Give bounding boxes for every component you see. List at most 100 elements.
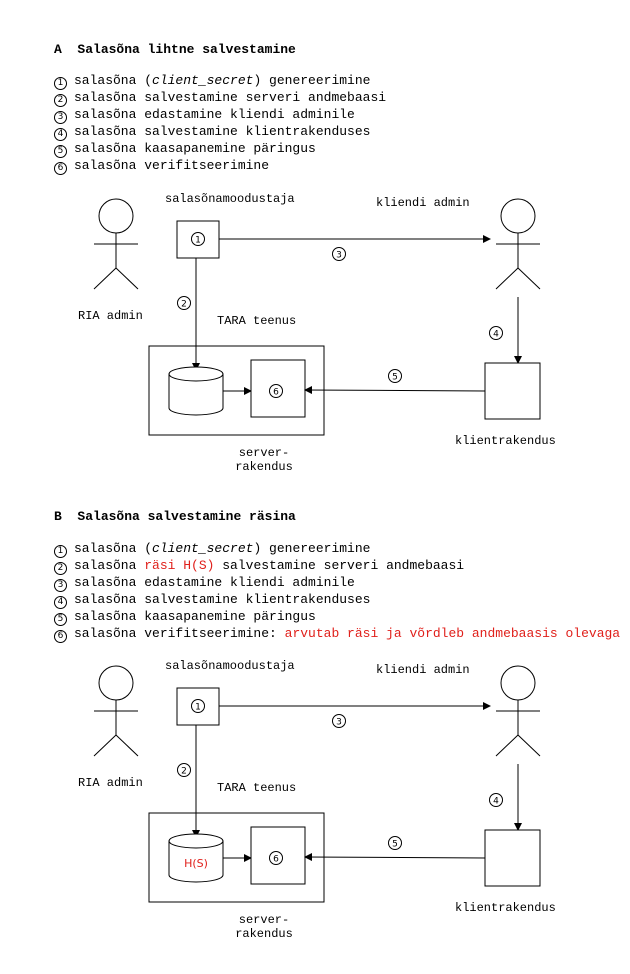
database-cylinder-icon: H(S) <box>168 833 224 883</box>
client-store-step-marker: 4 <box>489 326 503 340</box>
step-item: 3 salasõna edastamine kliendi adminile <box>54 107 386 124</box>
section-letter: B <box>54 509 62 524</box>
section-letter: A <box>54 42 62 57</box>
step-text: salasõna edastamine kliendi adminile <box>74 575 355 590</box>
step-text: salasõna <box>74 558 145 573</box>
step-item: 4 salasõna salvestamine klientrakenduses <box>54 124 386 141</box>
client-store-step-marker: 4 <box>489 793 503 807</box>
step-number-circle: 6 <box>54 630 67 643</box>
section-title-text: Salasõna salvestamine räsina <box>77 509 296 524</box>
database-cylinder-icon <box>168 366 224 416</box>
step-text: ) genereerimine <box>253 73 371 88</box>
client-admin-label: kliendi admin <box>376 663 470 677</box>
step-text: ) genereerimine <box>253 541 371 556</box>
client-app-label: klientrakendus <box>455 901 556 915</box>
step-number-circle: 5 <box>54 613 67 626</box>
svg-text:2: 2 <box>181 300 187 310</box>
step-text: salasõna salvestamine klientrakenduses <box>74 124 371 139</box>
section-title: B Salasõna salvestamine räsina <box>54 509 296 524</box>
svg-text:4: 4 <box>493 797 499 807</box>
svg-text:6: 6 <box>273 855 279 865</box>
step-number-circle: 2 <box>54 94 67 107</box>
tara-service-label: TARA teenus <box>217 781 297 795</box>
step-number-circle: 2 <box>54 562 67 575</box>
step-list: 1 salasõna (client_secret) genereerimine 2… <box>54 541 630 643</box>
send-step-marker: 3 <box>332 714 346 728</box>
step-text: salasõna salvestamine klientrakenduses <box>74 592 371 607</box>
svg-text:3: 3 <box>336 251 342 261</box>
step-text: salasõna verifitseerimine: <box>74 626 285 641</box>
step-text: salasõna ( <box>74 541 153 556</box>
step-item: 1 salasõna (client_secret) genereerimine <box>54 73 386 90</box>
client-app-box <box>484 829 541 887</box>
section-title-text: Salasõna lihtne salvestamine <box>77 42 296 57</box>
generator-label: salasõnamoodustaja <box>165 659 295 673</box>
step-text: salvestamine serveri andmebaasi <box>214 558 465 573</box>
db-hash-label: H(S) <box>184 857 208 870</box>
send-step-marker: 3 <box>332 247 346 261</box>
verify-step-marker: 6 <box>269 851 283 865</box>
step-text: räsi H(S) <box>144 558 215 573</box>
client-admin-actor-icon <box>495 665 541 757</box>
step-list: 1 salasõna (client_secret) genereerimine 2… <box>54 73 386 175</box>
generator-step-marker: 1 <box>191 699 205 713</box>
client-admin-actor-icon <box>495 198 541 290</box>
svg-text:2: 2 <box>181 767 187 777</box>
step-item: 6 salasõna verifitseerimine <box>54 158 386 175</box>
verify-step-marker: 6 <box>269 384 283 398</box>
request-step-marker: 5 <box>388 369 402 383</box>
step-item: 3 salasõna edastamine kliendi adminile <box>54 575 630 592</box>
step-number-circle: 4 <box>54 128 67 141</box>
step-text: salasõna verifitseerimine <box>74 158 270 173</box>
server-app-label: server- rakendus <box>235 913 293 941</box>
step-text: salasõna kaasapanemine päringus <box>74 141 316 156</box>
svg-text:5: 5 <box>392 373 398 383</box>
flow-diagram: 1 3 2H(S) 6 4 5 <box>93 665 541 903</box>
client-app-box <box>484 362 541 420</box>
step-number-circle: 6 <box>54 162 67 175</box>
step-item: 6 salasõna verifitseerimine: arvutab räsi… <box>54 626 630 643</box>
step-item: 2 salasõna salvestamine serveri andmebaas… <box>54 90 386 107</box>
server-app-label: server- rakendus <box>235 446 293 474</box>
step-item: 5 salasõna kaasapanemine päringus <box>54 609 630 626</box>
svg-text:6: 6 <box>273 388 279 398</box>
step-item: 2 salasõna räsi H(S) salvestamine serveri… <box>54 558 630 575</box>
generator-step-marker: 1 <box>191 232 205 246</box>
svg-text:1: 1 <box>195 703 201 713</box>
step-number-circle: 4 <box>54 596 67 609</box>
request-step-marker: 5 <box>388 836 402 850</box>
svg-text:1: 1 <box>195 236 201 246</box>
generator-label: salasõnamoodustaja <box>165 192 295 206</box>
step-text: client_secret <box>152 541 254 556</box>
step-text: salasõna edastamine kliendi adminile <box>74 107 355 122</box>
client-admin-label: kliendi admin <box>376 196 470 210</box>
tara-service-label: TARA teenus <box>217 314 297 328</box>
ria-admin-label: RIA admin <box>78 776 143 790</box>
svg-text:4: 4 <box>493 330 499 340</box>
ria-admin-actor-icon <box>93 665 139 757</box>
flow-diagram: 1 3 2 6 4 5 <box>93 198 541 436</box>
step-number-circle: 3 <box>54 111 67 124</box>
step-text: salasõna ( <box>74 73 153 88</box>
request-arrow <box>304 853 486 862</box>
client-app-label: klientrakendus <box>455 434 556 448</box>
store-step-marker: 2 <box>177 763 191 777</box>
step-text: client_secret <box>152 73 254 88</box>
step-text: salasõna salvestamine serveri andmebaasi <box>74 90 387 105</box>
store-step-marker: 2 <box>177 296 191 310</box>
step-text: salasõna kaasapanemine päringus <box>74 609 316 624</box>
request-arrow <box>304 386 486 395</box>
step-number-circle: 1 <box>54 77 67 90</box>
svg-text:5: 5 <box>392 840 398 850</box>
step-item: 1 salasõna (client_secret) genereerimine <box>54 541 630 558</box>
section-title: A Salasõna lihtne salvestamine <box>54 42 296 57</box>
ria-admin-label: RIA admin <box>78 309 143 323</box>
step-item: 4 salasõna salvestamine klientrakenduses <box>54 592 630 609</box>
step-number-circle: 1 <box>54 545 67 558</box>
step-text: arvutab räsi ja võrdleb andmebaasis olev… <box>284 626 621 641</box>
step-number-circle: 5 <box>54 145 67 158</box>
svg-text:3: 3 <box>336 718 342 728</box>
step-item: 5 salasõna kaasapanemine päringus <box>54 141 386 158</box>
ria-admin-actor-icon <box>93 198 139 290</box>
step-number-circle: 3 <box>54 579 67 592</box>
